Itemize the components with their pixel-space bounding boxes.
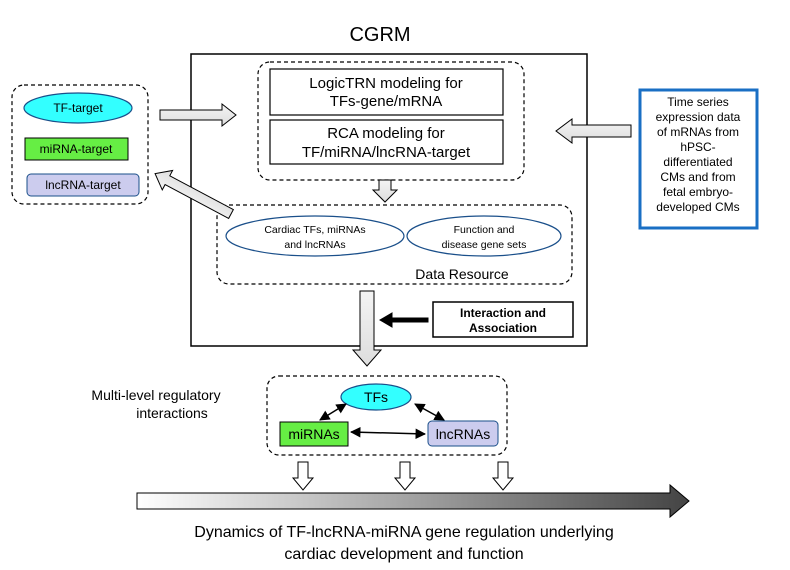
time-series-line6: CMs and from xyxy=(660,170,735,184)
interaction-line2: Association xyxy=(469,321,537,335)
arrow-down-2 xyxy=(393,461,417,491)
arrow-modeling-to-resource xyxy=(371,179,399,203)
logictrn-line1: LogicTRN modeling for xyxy=(309,75,462,92)
dynamics-line2: cardiac development and function xyxy=(284,546,523,563)
lncrna-target-box xyxy=(26,173,140,197)
mirnas-box xyxy=(279,421,349,447)
cardiac-line1: Cardiac TFs, miRNAs xyxy=(264,224,365,236)
time-series-box xyxy=(638,88,759,230)
dynamics-line1: Dynamics of TF-lncRNA-miRNA gene regulat… xyxy=(194,524,613,541)
time-series-line5: differentiated xyxy=(663,155,732,169)
rca-box xyxy=(269,119,504,165)
function-line1: Function and xyxy=(454,224,515,236)
time-series-line4: hPSC- xyxy=(680,140,715,154)
arrow-interaction-to-main xyxy=(379,312,429,328)
tfs-ellipse xyxy=(340,383,412,411)
arrow-down-1 xyxy=(291,461,315,491)
lncrnas-label: lncRNAs xyxy=(436,426,490,442)
arrow-timeseries-to-cgrm xyxy=(555,118,632,144)
time-series-line7: fetal embryo- xyxy=(663,185,733,199)
rca-line1: RCA modeling for xyxy=(327,125,445,142)
rca-line2: TF/miRNA/lncRNA-target xyxy=(302,144,471,161)
lncrna-target-label: lncRNA-target xyxy=(45,178,121,192)
function-line2: disease gene sets xyxy=(442,239,527,251)
time-series-line8: developed CMs xyxy=(656,200,739,214)
function-ellipse xyxy=(406,215,562,257)
diagram-title: CGRM xyxy=(349,24,410,46)
multilevel-group xyxy=(266,375,508,456)
arrow-main-to-multilevel xyxy=(351,290,383,367)
time-series-line2: expression data xyxy=(656,110,741,124)
data-resource-group xyxy=(216,204,573,285)
logictrn-box xyxy=(269,68,504,116)
logictrn-line2: TFs-gene/mRNA xyxy=(330,93,443,110)
dynamics-arrow xyxy=(136,483,690,519)
cgrm-main-box xyxy=(190,53,588,347)
time-series-line1: Time series xyxy=(667,95,729,109)
arrow-legend-to-cgrm xyxy=(159,102,237,128)
multilevel-label-line2: interactions xyxy=(136,405,208,421)
cardiac-line2: and lncRNAs xyxy=(284,239,345,251)
tf-target-ellipse xyxy=(23,92,133,124)
cardiac-ellipse xyxy=(225,215,405,257)
mirna-target-box xyxy=(24,137,129,161)
interaction-line1: Interaction and xyxy=(460,306,546,320)
mirnas-label: miRNAs xyxy=(288,426,339,442)
arrow-down-3 xyxy=(491,461,515,491)
tfs-label: TFs xyxy=(364,389,388,405)
link-tfs-lncrnas xyxy=(414,403,445,421)
data-resource-label: Data Resource xyxy=(415,266,509,282)
interaction-box xyxy=(432,301,574,338)
arrow-resource-to-legend xyxy=(154,169,235,220)
mirna-target-label: miRNA-target xyxy=(40,142,113,156)
modeling-group xyxy=(257,61,525,181)
lncrnas-box xyxy=(427,420,499,447)
tf-target-label: TF-target xyxy=(53,101,103,115)
target-legend-group xyxy=(11,84,149,205)
time-series-line3: of mRNAs from xyxy=(657,125,739,139)
link-mirnas-lncrnas xyxy=(349,427,427,439)
link-tfs-mirnas xyxy=(319,403,347,421)
multilevel-label-line1: Multi-level regulatory xyxy=(91,387,220,403)
